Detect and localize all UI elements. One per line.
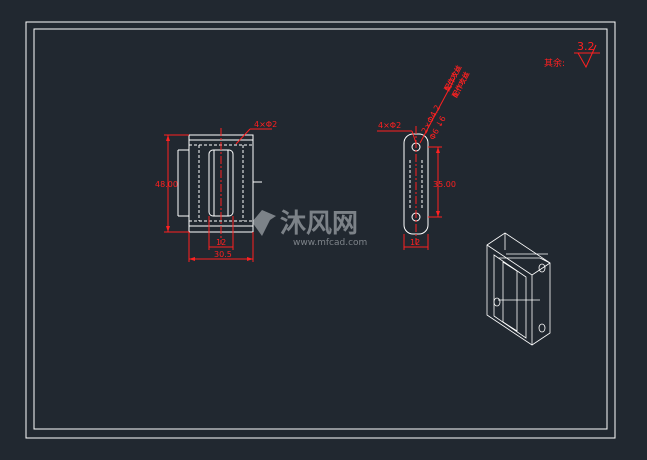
side-width-value: 12 [410,238,420,247]
front-hole-callout: 4×Φ2 [254,120,277,129]
iso-hole-bottom [538,323,546,333]
watermark-brand: 沐风网 [280,209,358,239]
side-thread-annotation: 2×Φ4.2 Φ6 ↓6 配作攻丝 配作攻丝 [420,64,472,142]
iso-hole-left [493,297,501,307]
roughness-value: 3.2 [577,40,595,53]
side-thread-leader [419,77,456,144]
roughness-symbol-icon [574,44,600,69]
isometric-view[interactable] [486,232,551,346]
front-width-value: 30.5 [214,250,232,259]
inner-frame [33,28,608,430]
iso-pin-lines [498,253,548,301]
front-slot-value: 12 [216,238,226,247]
roughness-note: 其余: 3.2 [544,40,600,69]
iso-front-edges [486,244,551,345]
front-view[interactable]: 4×Φ2 48.00 12 30.5 [155,120,277,262]
front-height-value: 48.00 [155,180,178,189]
watermark-url: www.mfcad.com [293,238,367,248]
mfcad-logo-icon [252,210,276,236]
roughness-prefix: 其余: [544,57,565,69]
iso-hole-top [538,263,546,273]
side-view[interactable]: 4×Φ2 2×Φ4.2 Φ6 ↓6 配作攻丝 配作攻丝 35.00 12 [377,64,472,250]
watermark: 沐风网 www.mfcad.com [252,209,367,248]
front-hole-leader [235,128,251,145]
side-height-value: 35.00 [433,180,456,189]
iso-back-edges [504,233,551,264]
iso-outline [486,232,551,346]
outer-frame [25,21,616,439]
side-hole-leader-tail [411,130,417,144]
iso-slot [502,261,518,332]
side-hole-callout: 4×Φ2 [378,121,401,130]
